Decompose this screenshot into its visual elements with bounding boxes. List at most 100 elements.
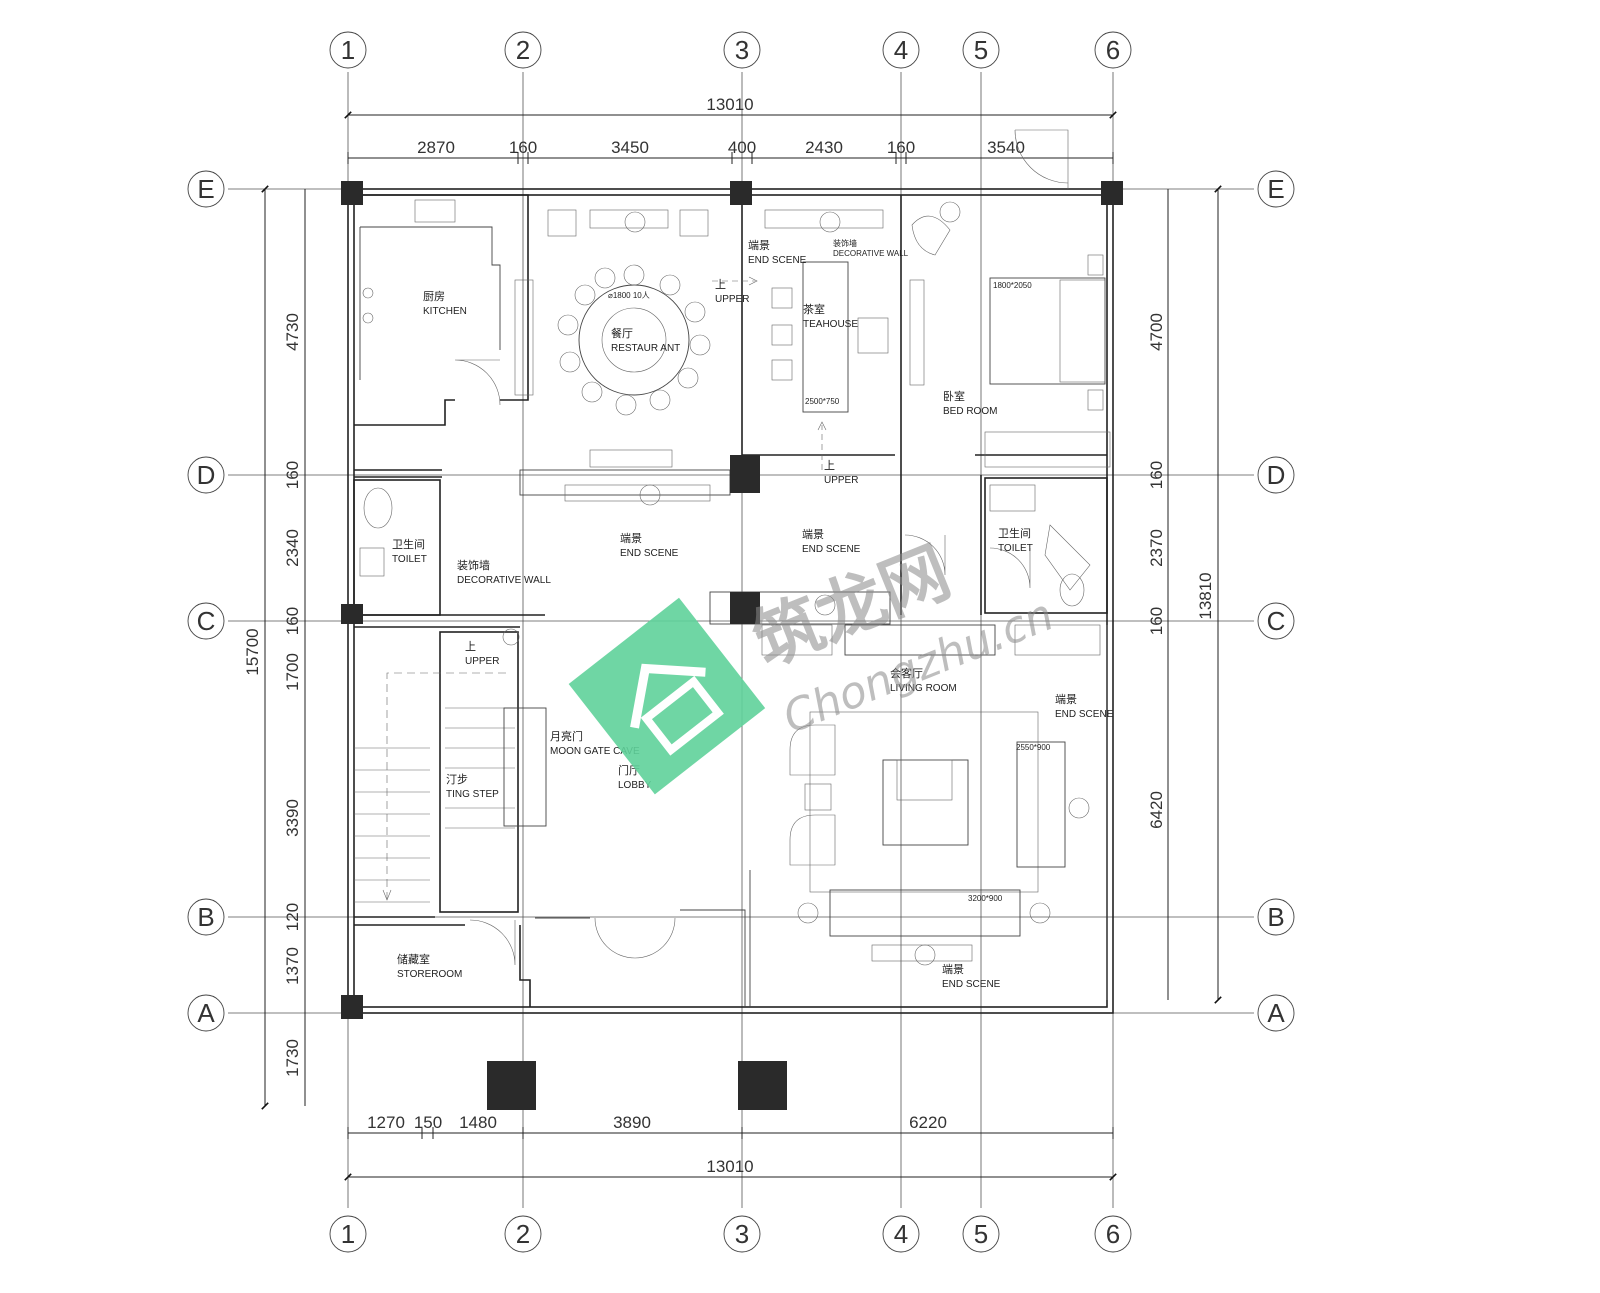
tea-table (802, 261, 849, 413)
svg-text:DECORATIVE WALL: DECORATIVE WALL (457, 575, 551, 586)
label-decorative-wall: 装饰墙 DECORATIVE WALL (457, 558, 551, 586)
axis-bubble-row-C: C (187, 602, 225, 640)
svg-text:E: E (1267, 174, 1284, 204)
axis-bubble-col-4: 4 (882, 31, 920, 69)
svg-text:3: 3 (735, 1219, 749, 1249)
dim-left-seg-9: 1730 (283, 1039, 302, 1077)
axis-bubble-col-6: 6 (1094, 31, 1132, 69)
svg-text:END SCENE: END SCENE (748, 255, 807, 266)
column (341, 604, 363, 624)
dim-left-seg-4: 160 (283, 607, 302, 635)
svg-text:端景: 端景 (748, 239, 770, 252)
axis-bubble-row-A: A (187, 994, 225, 1032)
svg-text:装饰墙: 装饰墙 (833, 238, 857, 248)
lamp-icon (797, 902, 819, 924)
svg-text:月亮门: 月亮门 (550, 729, 583, 743)
sink-icon (414, 199, 456, 223)
svg-text:UPPER: UPPER (824, 475, 858, 486)
svg-text:卫生间: 卫生间 (392, 537, 425, 551)
svg-text:厨房: 厨房 (423, 290, 445, 303)
lamp-icon (939, 201, 961, 223)
walls (347, 188, 1114, 1014)
axis-bubbles: 1 2 3 4 5 6 1 2 3 4 5 6 E D C B A E D C … (187, 31, 1295, 1253)
side-sofa (1016, 741, 1066, 868)
axis-bubble-col-4-bottom: 4 (882, 1215, 920, 1253)
staircase (354, 672, 515, 903)
lamp-icon (502, 628, 520, 646)
dim-left-seg-5: 1700 (283, 653, 302, 691)
column (730, 181, 752, 205)
dim-top-seg-3: 3450 (611, 138, 649, 157)
svg-text:END SCENE: END SCENE (1055, 709, 1114, 720)
lamp-icon (624, 211, 646, 233)
dim-top-seg-5: 2430 (805, 138, 843, 157)
axis-bubble-col-5-bottom: 5 (962, 1215, 1000, 1253)
svg-text:1: 1 (341, 1219, 355, 1249)
axis-bubble-row-A-right: A (1257, 994, 1295, 1032)
svg-text:汀步: 汀步 (446, 773, 468, 786)
svg-text:上: 上 (465, 640, 476, 653)
armchair (789, 814, 836, 866)
svg-text:茶室: 茶室 (803, 302, 825, 316)
label-moon-gate: 月亮门 MOON GATE CAVE (550, 729, 640, 757)
svg-text:卧室: 卧室 (943, 389, 965, 403)
main-sofa (829, 889, 1021, 937)
svg-text:端景: 端景 (802, 528, 824, 541)
svg-text:6: 6 (1106, 35, 1120, 65)
svg-text:KITCHEN: KITCHEN (423, 306, 467, 317)
svg-text:B: B (197, 902, 214, 932)
svg-text:C: C (1267, 606, 1286, 636)
svg-text:A: A (1267, 998, 1285, 1028)
svg-text:1800*2050: 1800*2050 (993, 281, 1032, 290)
svg-text:储藏室: 储藏室 (397, 952, 430, 966)
svg-text:UPPER: UPPER (715, 294, 749, 305)
lamp-icon (1068, 797, 1090, 819)
svg-text:MOON GATE CAVE: MOON GATE CAVE (550, 746, 640, 757)
dim-right-seg-1: 4700 (1147, 313, 1166, 351)
svg-text:TEAHOUSE: TEAHOUSE (803, 319, 858, 330)
svg-text:3200*900: 3200*900 (968, 894, 1003, 903)
dim-right-seg-2: 160 (1147, 461, 1166, 489)
basin-icon (359, 547, 385, 577)
svg-text:E: E (197, 174, 214, 204)
dim-bottom-seg-3: 1480 (459, 1113, 497, 1132)
dim-bottom-seg-2: 150 (414, 1113, 442, 1132)
dim-right-seg-3: 2370 (1147, 529, 1166, 567)
dim-bottom-seg-5: 6220 (909, 1113, 947, 1132)
axis-bubble-row-C-right: C (1257, 602, 1295, 640)
cabinet (514, 279, 534, 396)
column (730, 455, 760, 493)
axis-bubble-row-D: D (187, 456, 225, 494)
svg-text:1: 1 (341, 35, 355, 65)
svg-text:端景: 端景 (942, 963, 964, 976)
lamp-icon (1029, 902, 1051, 924)
dimension-lines: 13010 2870 160 3450 400 2430 160 3540 12… (243, 95, 1222, 1181)
lamp-icon (819, 211, 841, 233)
axis-bubble-row-E-right: E (1257, 170, 1295, 208)
axis-bubble-row-D-right: D (1257, 456, 1295, 494)
svg-text:4: 4 (894, 1219, 908, 1249)
axis-bubble-row-B-right: B (1257, 898, 1295, 936)
svg-text:装饰墙: 装饰墙 (457, 558, 490, 572)
svg-text:2: 2 (516, 35, 530, 65)
toilet-icon (363, 487, 393, 529)
svg-text:C: C (197, 606, 216, 636)
svg-text:RESTAUR ANT: RESTAUR ANT (611, 343, 680, 354)
axis-bubble-col-1-bottom: 1 (329, 1215, 367, 1253)
svg-text:D: D (197, 460, 216, 490)
svg-text:DECORATIVE WALL: DECORATIVE WALL (833, 249, 909, 258)
axis-bubble-row-E: E (187, 170, 225, 208)
label-upper-1: 上 UPPER (715, 278, 749, 305)
dim-top-total: 13010 (706, 95, 753, 114)
svg-text:5: 5 (974, 35, 988, 65)
dim-top-seg-6: 160 (887, 138, 915, 157)
round-dining-table (578, 284, 690, 396)
axis-bubble-col-3: 3 (723, 31, 761, 69)
svg-text:上: 上 (715, 278, 726, 291)
